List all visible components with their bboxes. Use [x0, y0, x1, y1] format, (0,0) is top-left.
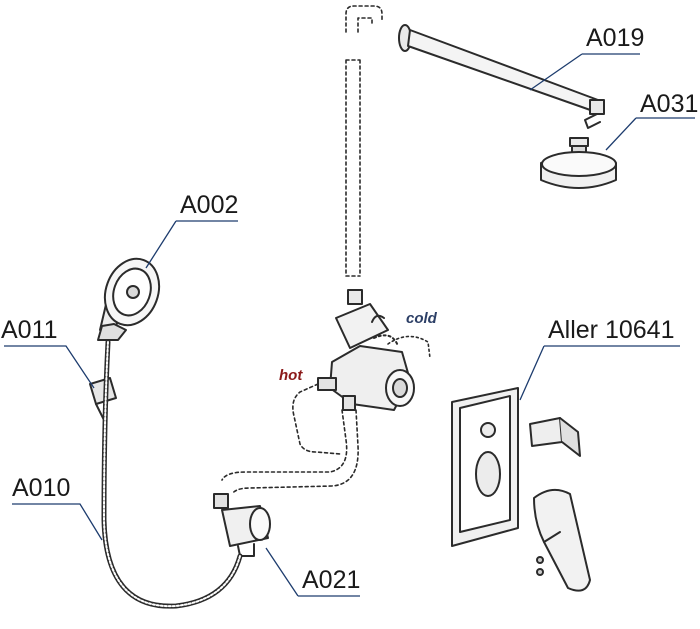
- hand-shower: [97, 257, 161, 341]
- cold-inlet-dotted: [387, 335, 431, 359]
- hand-shower-holder: [89, 377, 117, 421]
- label-a011: A011: [1, 316, 58, 344]
- overhead-shower-head: [540, 137, 617, 189]
- label-a002: A002: [180, 191, 239, 219]
- thermostatic-body: [317, 289, 415, 411]
- leader-a011: [4, 345, 95, 389]
- leader-aller: [519, 345, 680, 401]
- connecting-pipe-dotted: [221, 383, 359, 495]
- leader-a010: [12, 503, 103, 541]
- wall-outlet: [213, 493, 271, 557]
- leader-a031: [605, 117, 695, 151]
- leader-a019: [529, 53, 640, 91]
- shower-hose: [101, 339, 243, 609]
- label-aller: Aller 10641: [548, 316, 675, 344]
- riser-pipe-dotted: [345, 5, 383, 277]
- spindle-extension: [529, 417, 581, 457]
- leader-a002: [145, 220, 238, 269]
- shower-arm: [398, 24, 605, 129]
- leader-lines: [4, 53, 695, 597]
- label-a019: A019: [586, 24, 645, 52]
- lever-handle: [533, 488, 591, 592]
- label-a031: A031: [640, 90, 699, 118]
- trim-plate: [451, 387, 519, 547]
- label-a010: A010: [12, 474, 71, 502]
- label-cold: cold: [406, 310, 437, 327]
- label-hot: hot: [279, 367, 303, 384]
- label-a021: A021: [302, 566, 361, 594]
- leader-a021: [265, 547, 360, 597]
